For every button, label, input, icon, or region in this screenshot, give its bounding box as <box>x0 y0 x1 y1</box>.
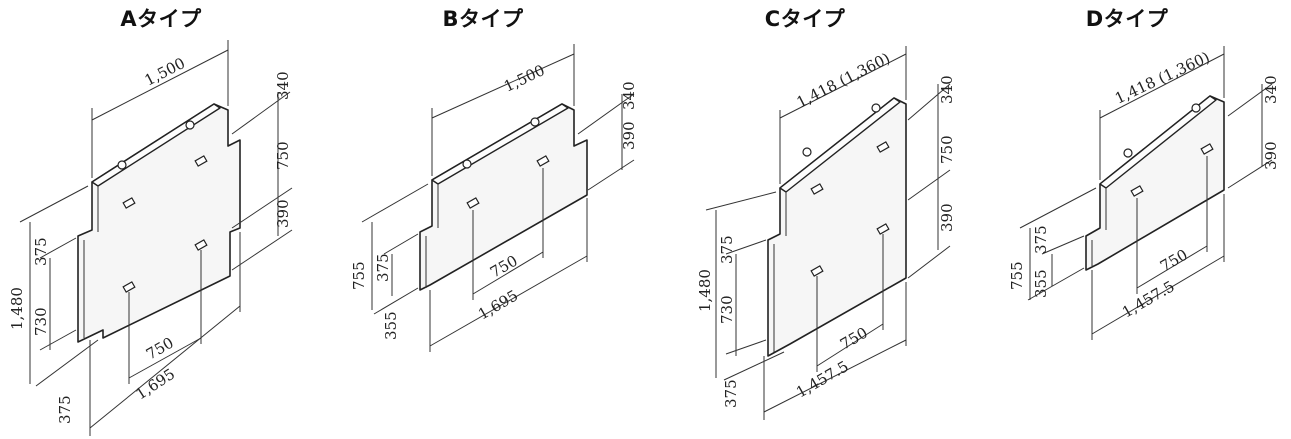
type-a-title: Aタイプ <box>120 7 202 31</box>
dim-top-width: 1,500 <box>501 61 548 95</box>
dim-bottom-outer: 1,695 <box>475 286 521 323</box>
dim-left-upper: 375 <box>374 253 392 282</box>
dim-right-bot: 390 <box>938 203 956 232</box>
anchor-hole-icon <box>876 223 890 235</box>
type-c-drawing: 1,418 (1,360) 340 750 390 1,480 375 730 … <box>696 46 956 420</box>
dim-right-bot: 390 <box>1262 141 1280 170</box>
panel-type-c: Cタイプ 1,418 (1,360) 340 750 390 1,480 3 <box>644 0 966 439</box>
bolt-icon <box>530 117 540 127</box>
type-b-drawing: 1,500 340 390 755 375 355 750 1,695 <box>350 44 638 352</box>
anchor-hole-icon <box>810 265 824 277</box>
dim-left-upper: 375 <box>32 237 50 266</box>
dim-left-total: 1,480 <box>696 269 714 312</box>
dim-right-mid: 750 <box>274 141 292 170</box>
dim-bottom-inner: 750 <box>143 334 177 364</box>
anchor-hole-icon <box>1130 185 1144 197</box>
anchor-hole-icon <box>466 197 480 209</box>
slab-body <box>419 103 588 291</box>
dim-left-total: 755 <box>350 261 368 290</box>
slab-top-rail <box>779 97 901 193</box>
dim-top-width: 1,418 (1,360) <box>1112 48 1212 108</box>
dim-left-mid: 730 <box>32 307 50 336</box>
anchor-hole-icon <box>810 183 824 195</box>
dim-left-mid: 730 <box>718 295 736 324</box>
dim-left-total: 1,480 <box>8 287 26 330</box>
dim-bottom-outer: 1,695 <box>132 365 178 403</box>
dim-left-lower: 375 <box>56 395 74 424</box>
type-c-title: Cタイプ <box>764 7 846 31</box>
anchor-hole-icon <box>536 155 550 167</box>
anchor-hole-icon <box>122 197 136 209</box>
slab-body <box>1085 95 1225 271</box>
panel-type-d: Dタイプ 1,418 (1,360) 340 390 755 375 355 <box>966 0 1288 439</box>
dim-right-top: 340 <box>274 71 292 100</box>
dim-right-mid: 750 <box>938 135 956 164</box>
bolt-icon <box>802 147 812 157</box>
type-d-title: Dタイプ <box>1085 7 1169 31</box>
dim-top-width: 1,418 (1,360) <box>794 49 893 112</box>
bolt-icon <box>871 103 881 113</box>
dim-bottom-outer: 1,457.5 <box>1119 277 1178 321</box>
dim-right-top: 340 <box>938 75 956 104</box>
dim-bottom-inner: 750 <box>1157 246 1191 276</box>
dim-top-width: 1,500 <box>142 54 188 90</box>
bolt-icon <box>462 159 472 169</box>
dim-bottom-inner: 750 <box>837 324 871 354</box>
dim-left-upper: 375 <box>1032 225 1050 254</box>
dim-bottom-inner: 750 <box>487 252 521 282</box>
type-d-drawing: 1,418 (1,360) 340 390 755 375 355 750 1,… <box>1008 46 1280 340</box>
dim-bottom-outer: 1,457.5 <box>793 357 852 401</box>
type-b-title: Bタイプ <box>442 7 524 31</box>
dim-right-top: 340 <box>620 81 638 110</box>
dim-left-upper: 375 <box>718 235 736 264</box>
anchor-hole-icon <box>194 155 208 167</box>
bolt-icon <box>185 120 195 130</box>
anchor-hole-icon <box>194 239 208 251</box>
dim-right-top: 340 <box>1262 75 1280 104</box>
anchor-hole-icon <box>876 141 890 153</box>
bolt-icon <box>117 160 127 170</box>
anchor-hole-icon <box>122 281 136 293</box>
bolt-icon <box>1123 148 1133 158</box>
dim-left-total: 755 <box>1008 261 1026 290</box>
dim-left-lower: 355 <box>1032 269 1050 298</box>
anchor-hole-icon <box>1200 143 1214 155</box>
slab-top-rail <box>1099 95 1217 189</box>
panel-type-a: Aタイプ 1,500 340 750 390 <box>0 0 322 439</box>
dim-right-bot: 390 <box>620 121 638 150</box>
type-a-drawing: 1,500 340 750 390 1,480 375 730 375 750 … <box>8 40 293 436</box>
dim-left-lower: 355 <box>382 311 400 340</box>
bolt-icon <box>1191 103 1201 113</box>
dim-right-bot: 390 <box>274 199 292 228</box>
panel-type-b: Bタイプ 1,500 340 390 755 375 355 <box>322 0 644 439</box>
dim-left-lower: 375 <box>722 379 740 408</box>
